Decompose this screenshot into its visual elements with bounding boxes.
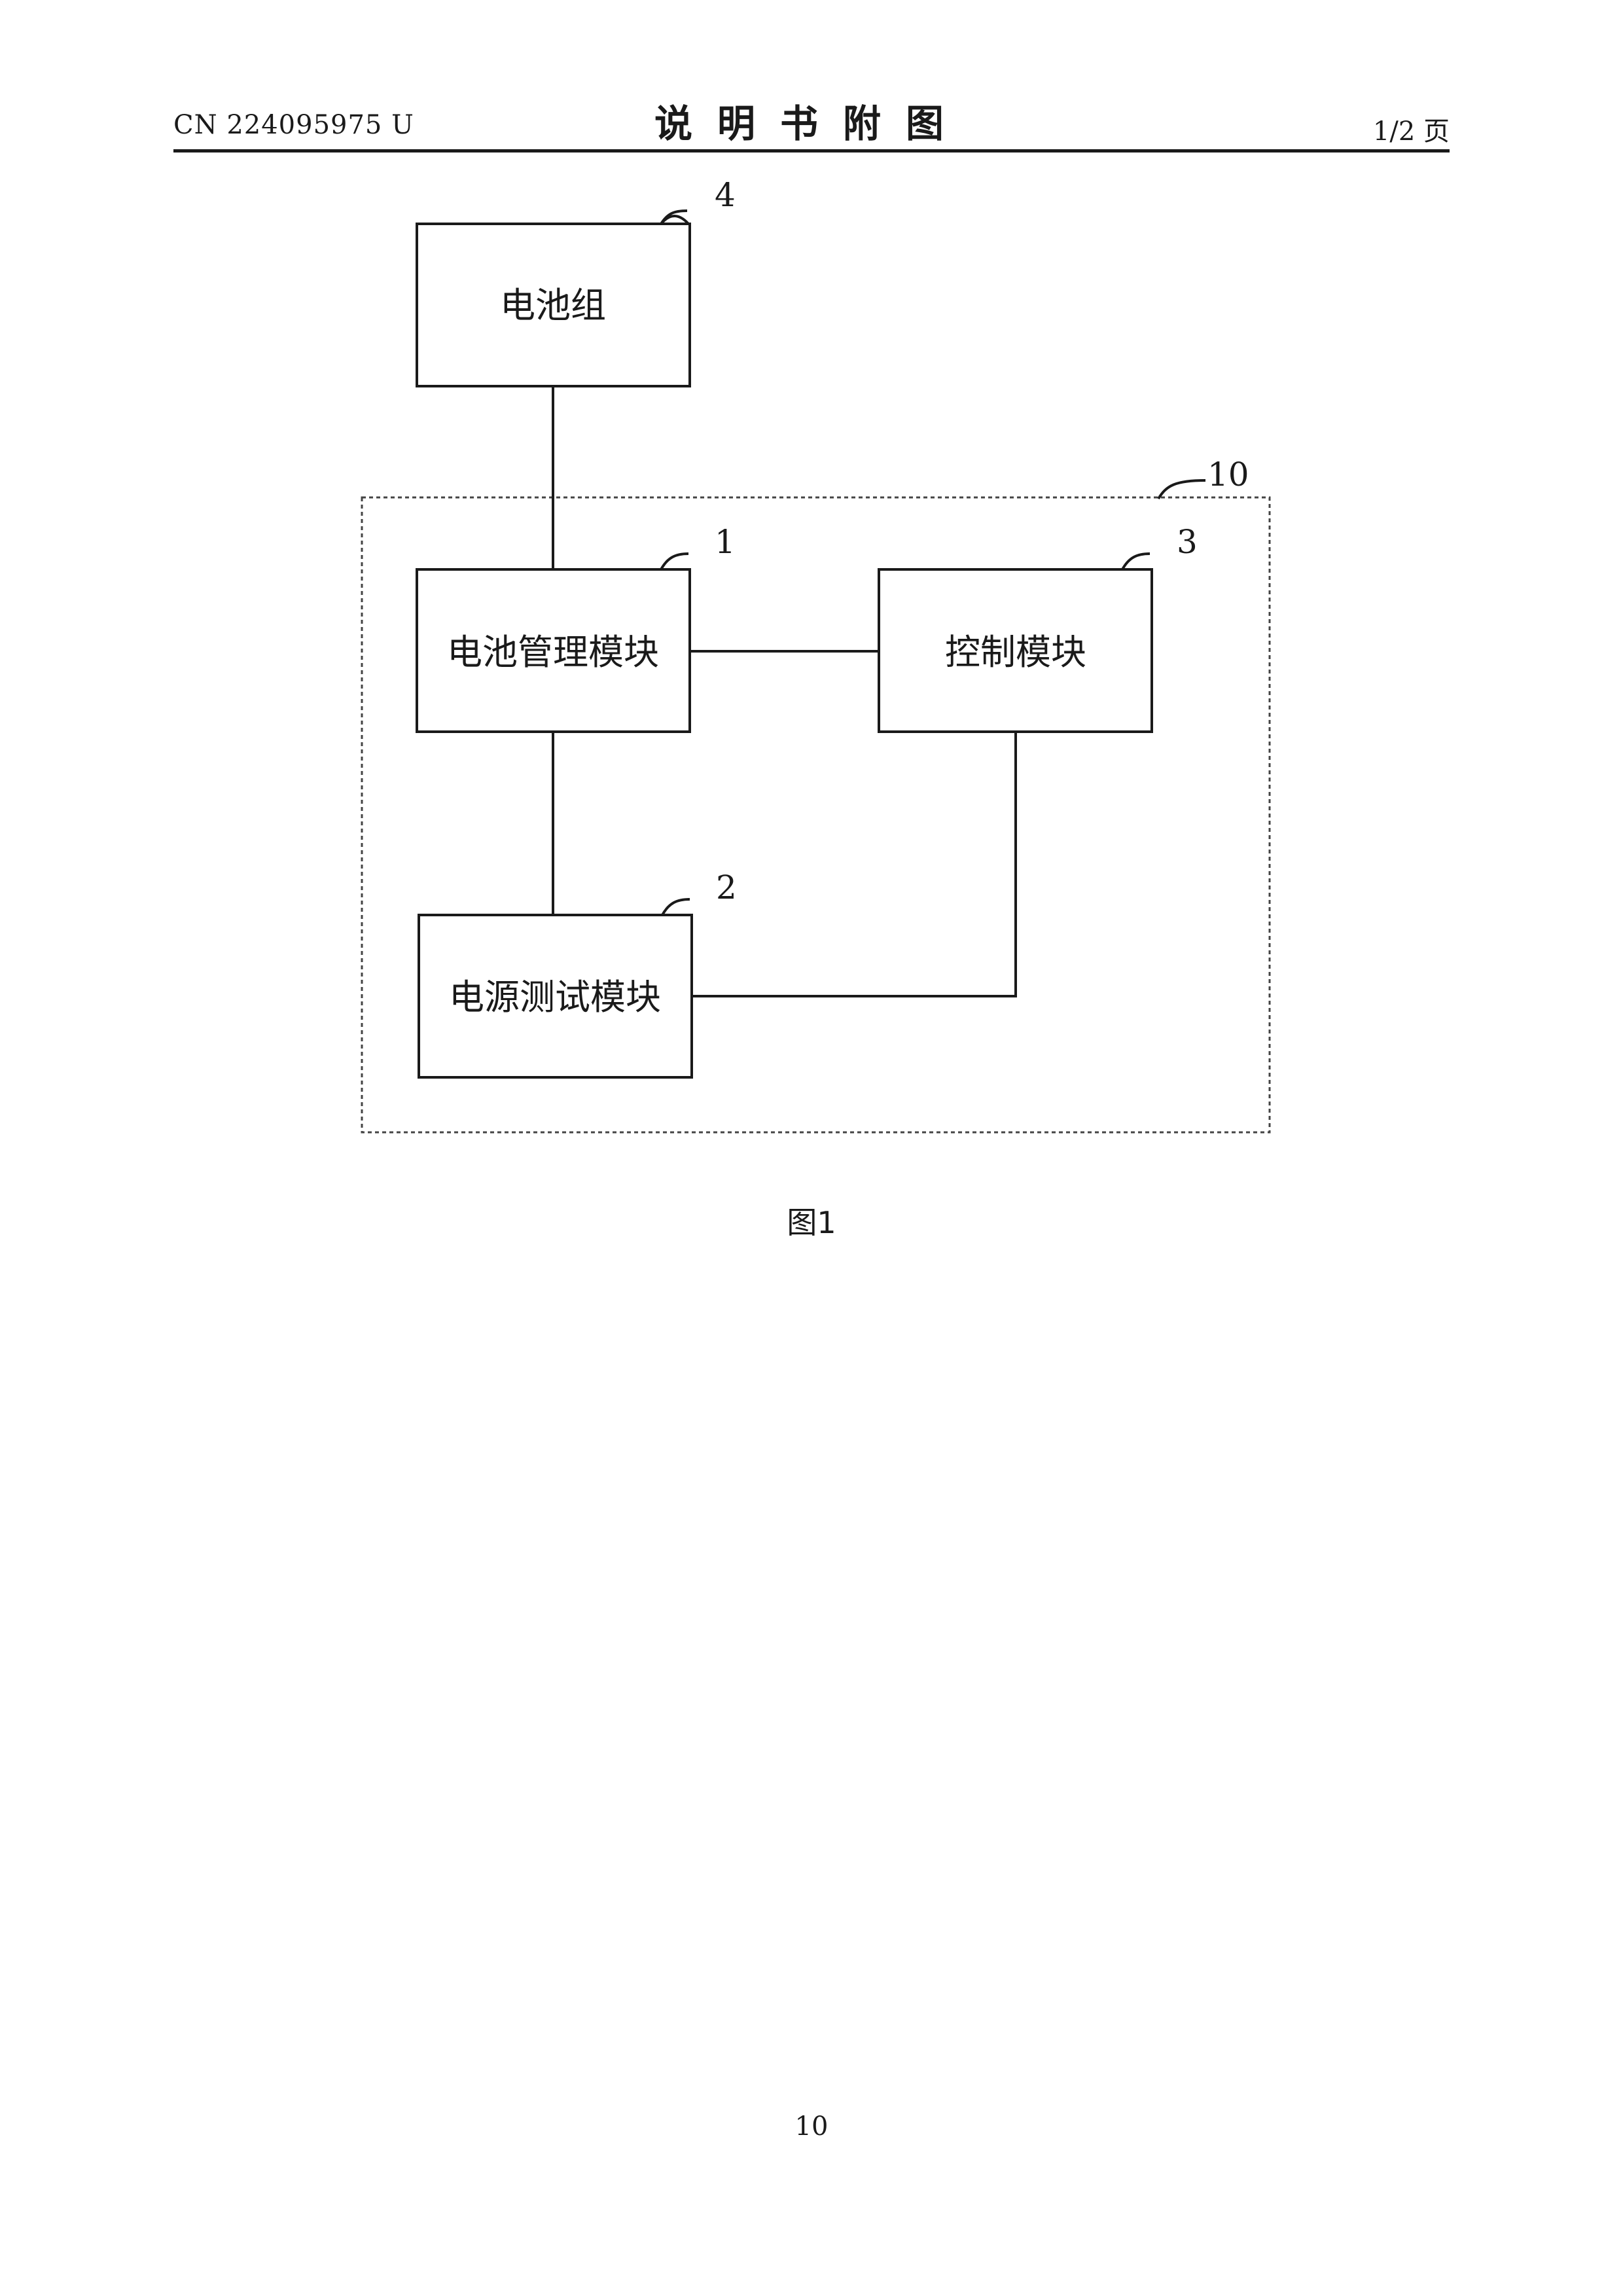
battery-pack-ref: 4 [715, 176, 736, 214]
bms-ref: 1 [715, 523, 736, 561]
power-test-label: 电源测试模块 [449, 977, 661, 1018]
block-diagram: 电池组 4 电池管理模块 1 控制模块 3 电源测试模块 2 10 [0, 0, 1623, 1309]
control-ref: 3 [1177, 523, 1198, 561]
page-number: 10 [772, 2111, 851, 2142]
figure-caption: 图1 [772, 1199, 851, 1242]
connector-control-to-power-test [692, 733, 1016, 996]
group-leader [1158, 480, 1205, 499]
battery-pack-label: 电池组 [500, 285, 606, 326]
control-leader [1122, 554, 1150, 569]
power-test-ref: 2 [716, 869, 737, 906]
group-ref: 10 [1207, 456, 1249, 493]
bms-leader [661, 554, 688, 569]
bms-label: 电池管理模块 [447, 632, 659, 673]
control-label: 控制模块 [945, 632, 1086, 673]
power-test-leader [662, 899, 690, 915]
battery-pack-leader [661, 211, 688, 224]
